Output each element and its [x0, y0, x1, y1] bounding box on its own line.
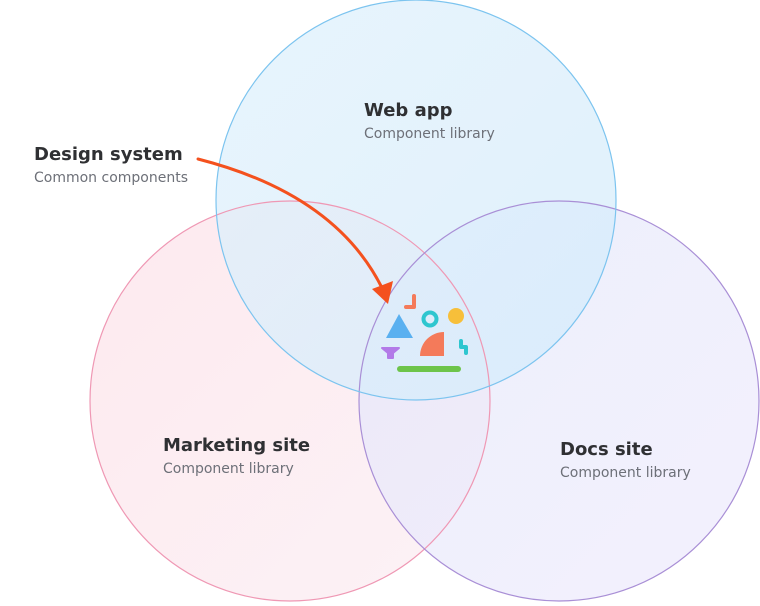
components-icon-cluster	[381, 294, 468, 372]
ring-shape-icon	[421, 310, 439, 328]
marketing-site-title: Marketing site	[163, 435, 311, 456]
design-system-label: Design system Common components	[34, 144, 188, 187]
circle-web-outline	[215, 0, 617, 401]
circle-docs-outline	[358, 200, 760, 602]
corner-shape-icon	[404, 294, 416, 309]
design-system-subtitle: Common components	[34, 170, 188, 186]
circle-web-app	[216, 0, 616, 400]
docs-site-subtitle: Component library	[560, 465, 691, 481]
design-system-title: Design system	[34, 144, 183, 165]
squiggle-shape-icon	[459, 339, 468, 355]
marketing-site-subtitle: Component library	[163, 461, 294, 477]
arrow-head-icon	[372, 281, 393, 304]
web-app-title: Web app	[364, 100, 453, 121]
funnel-shape-icon	[381, 347, 400, 359]
web-app-label: Web app Component library	[364, 100, 495, 143]
docs-site-label: Docs site Component library	[560, 439, 691, 482]
quarter-circle-shape-icon	[420, 332, 444, 356]
docs-site-title: Docs site	[560, 439, 653, 460]
dot-shape-icon	[448, 308, 464, 324]
marketing-site-label: Marketing site Component library	[163, 435, 310, 478]
circle-marketing-outline	[89, 200, 491, 602]
annotation-arrow	[196, 157, 386, 294]
triangle-shape-icon	[386, 314, 413, 338]
web-app-subtitle: Component library	[364, 126, 495, 142]
